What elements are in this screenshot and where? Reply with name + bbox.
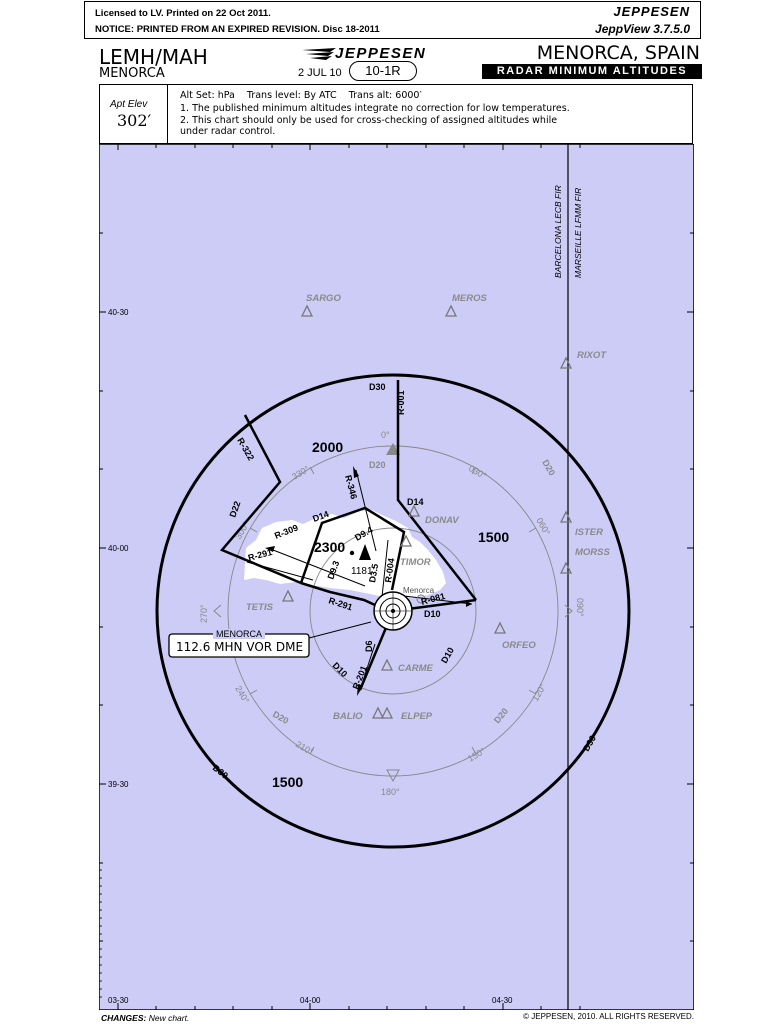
fir-west-label: BARCELONA LECB FIR [553,185,563,278]
fix-rixot-icon [559,356,573,369]
fix-label: TETIS [246,602,274,613]
north-pointer-icon [386,443,400,455]
fir-east-label: MARSEILLE LFMM FIR [573,188,583,278]
vor-name-bg [213,629,265,639]
chart-location: MENORCA, SPAIN [536,42,700,64]
altimeter-line: Alt Set: hPa Trans level: By ATC Trans a… [180,90,422,101]
bearing-label: 180° [381,787,400,797]
changes-text: New chart. [148,1013,190,1023]
fix-label: DONAV [425,515,459,526]
fix-balio-icon [371,706,385,719]
fix-label: SARGO [306,293,341,304]
radial-arrowheads [265,466,472,696]
changes-note: CHANGES: New chart. [101,1013,189,1023]
bearing-label: 090° [575,598,585,617]
copyright: © JEPPESEN, 2010. ALL RIGHTS RESERVED. [523,1012,694,1021]
changes-label: CHANGES: [101,1013,147,1023]
fix-label: BALIO [333,711,363,722]
fix-label: CARME [398,663,433,674]
lat-label: 40-30 [108,308,129,317]
west-pointer-icon [213,604,222,618]
apt-elev-label: Apt Elev [110,99,148,110]
vor-dme-icon [373,591,413,631]
apt-elev-value: 302′ [117,111,152,130]
d30-boundary [155,373,631,849]
bearing-label: 270° [199,604,209,623]
chart-title: RADAR MINIMUM ALTITUDES [482,64,702,79]
license-line: Licensed to LV. Printed on 22 Oct 2011. [95,8,271,19]
fix-timor-icon [399,534,413,547]
fix-orfeo-icon [493,621,507,634]
vor-leader-line [308,621,372,639]
note-2: 2. This chart should only be used for cr… [180,115,558,126]
airport-code: LEMH/MAH [99,45,208,69]
fix-carme-icon [380,658,394,671]
lat-label: 40-00 [108,544,129,553]
briefing-divider [167,85,168,143]
sector-altitude: 2000 [312,439,343,455]
sector-altitude: 2300 [314,539,345,555]
bearing-label: 0° [381,430,390,440]
fix-ister-icon [559,510,573,523]
east-pointer-icon [564,604,573,618]
minor-latitude-ticks [99,869,102,998]
fix-label: MEROS [452,293,488,304]
south-pointer-icon [386,769,400,783]
radial-label: R-004 [383,558,396,584]
fix-morss-icon [559,561,573,574]
dme-label: D30 [369,382,386,392]
vor-frequency: 112.6 MHN VOR DME [176,640,303,654]
compass-ticks [249,466,537,755]
fix-elpep-icon [380,706,394,719]
jeppesen-logo-text: JEPPESEN [335,45,427,62]
dme-label: D14 [407,497,424,507]
lon-label: 04-00 [300,996,321,1005]
dme-label: D10 [424,609,441,619]
chart-index: 10-1R [349,61,417,81]
sector-altitude: 1500 [478,529,509,545]
sector-altitude: 1500 [272,774,303,790]
fix-symbols [281,304,573,719]
fix-sargo-icon [300,304,314,317]
note-1: 1. The published minimum altitudes integ… [180,103,570,114]
obstacle-elevation: 1181′ [351,566,375,577]
software-version: JeppView 3.7.5.0 [595,22,690,36]
chart-date: 2 JUL 10 [298,67,342,79]
airport-name: MENORCA [99,66,165,81]
fix-meros-icon [444,304,458,317]
vor-name: MENORCA [216,629,262,639]
radial-label: R-001 [396,390,406,415]
fix-label: ISTER [575,527,603,538]
dme-label: D6 [364,640,374,652]
note-2-cont: under radar control. [180,126,276,137]
dme-label: D20 [369,460,386,470]
briefing-box: Apt Elev 302′ Alt Set: hPa Trans level: … [99,84,693,144]
radar-minimum-altitude-map: 40-30 40-00 39-30 03-30 04-00 04-30 50 4… [99,144,694,1010]
lon-label: 04-30 [492,996,513,1005]
fix-label: TIMOR [400,557,431,568]
radial-lines [246,469,473,691]
fix-label: MORSS [575,547,611,558]
graticule-ticks [99,144,694,1010]
lat-label: 39-30 [108,780,129,789]
obstacle-icon [349,544,371,560]
license-notice-box: Licensed to LV. Printed on 22 Oct 2011. … [84,1,701,39]
lon-label: 03-30 [108,996,129,1005]
d10-ring [309,527,477,695]
fix-donav-icon [407,504,421,517]
airport-icon [416,594,426,604]
airport-label: Menorca [403,586,435,595]
fix-label: RIXOT [577,350,607,361]
expired-notice: NOTICE: PRINTED FROM AN EXPIRED REVISION… [95,24,380,35]
fix-label: ELPEP [401,711,433,722]
fix-label: ORFEO [502,640,536,651]
fix-tetis-icon [281,589,295,602]
jeppesen-logo-icon [302,48,336,60]
dme-label: D3.5 [367,563,380,583]
brand-name: JEPPESEN [613,4,690,19]
